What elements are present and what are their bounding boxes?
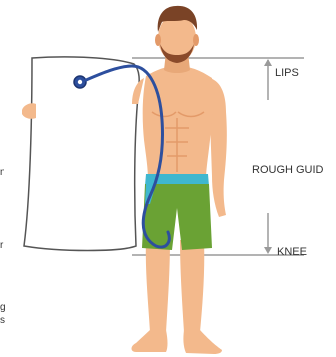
cut-off-text-1: n [0,168,4,178]
lips-arrowhead [264,59,272,66]
bodyboard [22,57,144,251]
knee-label: KNEE [277,246,307,258]
right-leg [180,240,204,332]
rough-guide-label: ROUGH GUID [252,164,324,176]
left-leg [146,240,170,332]
left-foot [132,330,168,352]
cut-off-text-2: r [0,241,6,251]
knee-arrowhead [264,247,272,254]
right-foot [183,330,222,354]
cut-off-text-4: s [0,316,6,326]
cut-off-text-3: g [0,303,7,313]
left-hand [22,103,36,119]
lips-label: LIPS [275,67,299,79]
leash-plug-center [78,80,82,84]
